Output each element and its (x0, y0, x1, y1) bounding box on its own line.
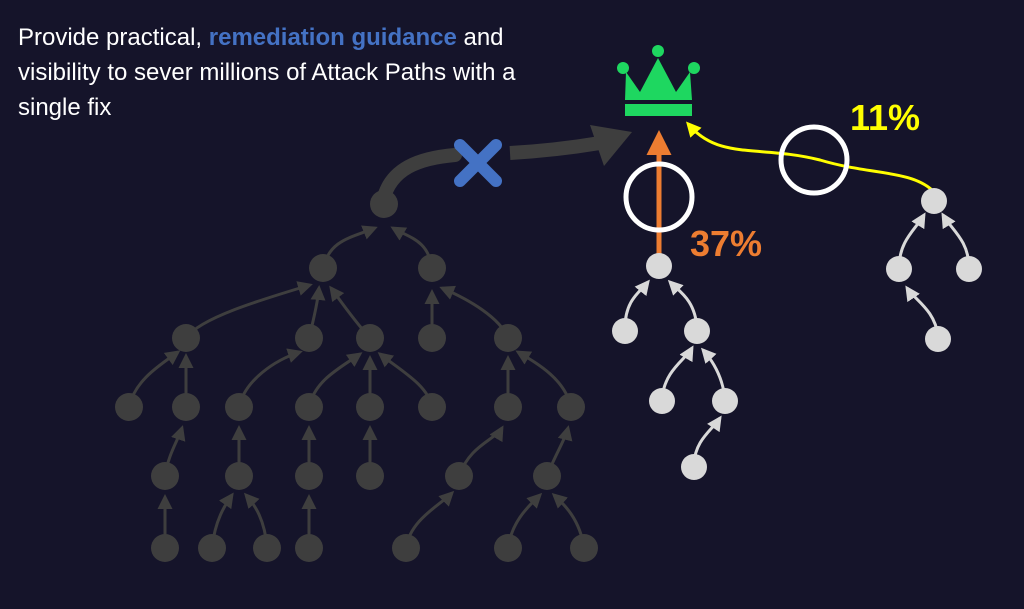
light-node (646, 253, 672, 279)
orange-percent-label: 37% (690, 223, 762, 264)
gray-node (418, 254, 446, 282)
light-node (649, 388, 675, 414)
gray-node (370, 190, 398, 218)
gray-node (392, 534, 420, 562)
gray-node (151, 462, 179, 490)
remediation-circle-yellow (778, 124, 850, 196)
orange-attack-path (623, 130, 695, 255)
yellow-attack-path (686, 121, 934, 196)
gray-node (309, 254, 337, 282)
gray-node (418, 393, 446, 421)
gray-tree-nodes (115, 190, 598, 562)
gray-node (172, 324, 200, 352)
gray-node (115, 393, 143, 421)
gray-node (494, 393, 522, 421)
gray-node (533, 462, 561, 490)
gray-node (356, 393, 384, 421)
blocked-attack-path (376, 125, 632, 208)
gray-node (356, 462, 384, 490)
light-node (925, 326, 951, 352)
gray-node (151, 534, 179, 562)
gray-node (198, 534, 226, 562)
gray-node (295, 393, 323, 421)
headline-text: Provide practical, remediation guidance … (18, 20, 538, 125)
light-node (886, 256, 912, 282)
gray-node (557, 393, 585, 421)
light-node (681, 454, 707, 480)
yellow-percent-label: 11% (850, 97, 920, 138)
headline-prefix: Provide practical, (18, 24, 209, 51)
light-node (684, 318, 710, 344)
gray-node (356, 324, 384, 352)
gray-node (295, 534, 323, 562)
headline-rest: and visibility to sever millions of Atta… (18, 24, 516, 121)
gray-tree-edges (127, 225, 586, 549)
gray-node (418, 324, 446, 352)
remediation-circle-orange (623, 161, 695, 233)
gray-node (225, 462, 253, 490)
gray-node (225, 393, 253, 421)
gray-node (494, 534, 522, 562)
gray-node (494, 324, 522, 352)
gray-node (172, 393, 200, 421)
headline-highlight: remediation guidance (208, 24, 457, 51)
gray-node (253, 534, 281, 562)
gray-node (570, 534, 598, 562)
light-node (712, 388, 738, 414)
middle-tree-nodes (612, 253, 738, 480)
crown-icon (617, 45, 700, 116)
gray-node (295, 324, 323, 352)
gray-node (445, 462, 473, 490)
middle-tree-edges (623, 279, 727, 465)
light-node (612, 318, 638, 344)
gray-node (295, 462, 323, 490)
light-node (956, 256, 982, 282)
x-mark-icon (454, 139, 502, 187)
light-node (921, 188, 947, 214)
right-tree-nodes (886, 188, 982, 352)
